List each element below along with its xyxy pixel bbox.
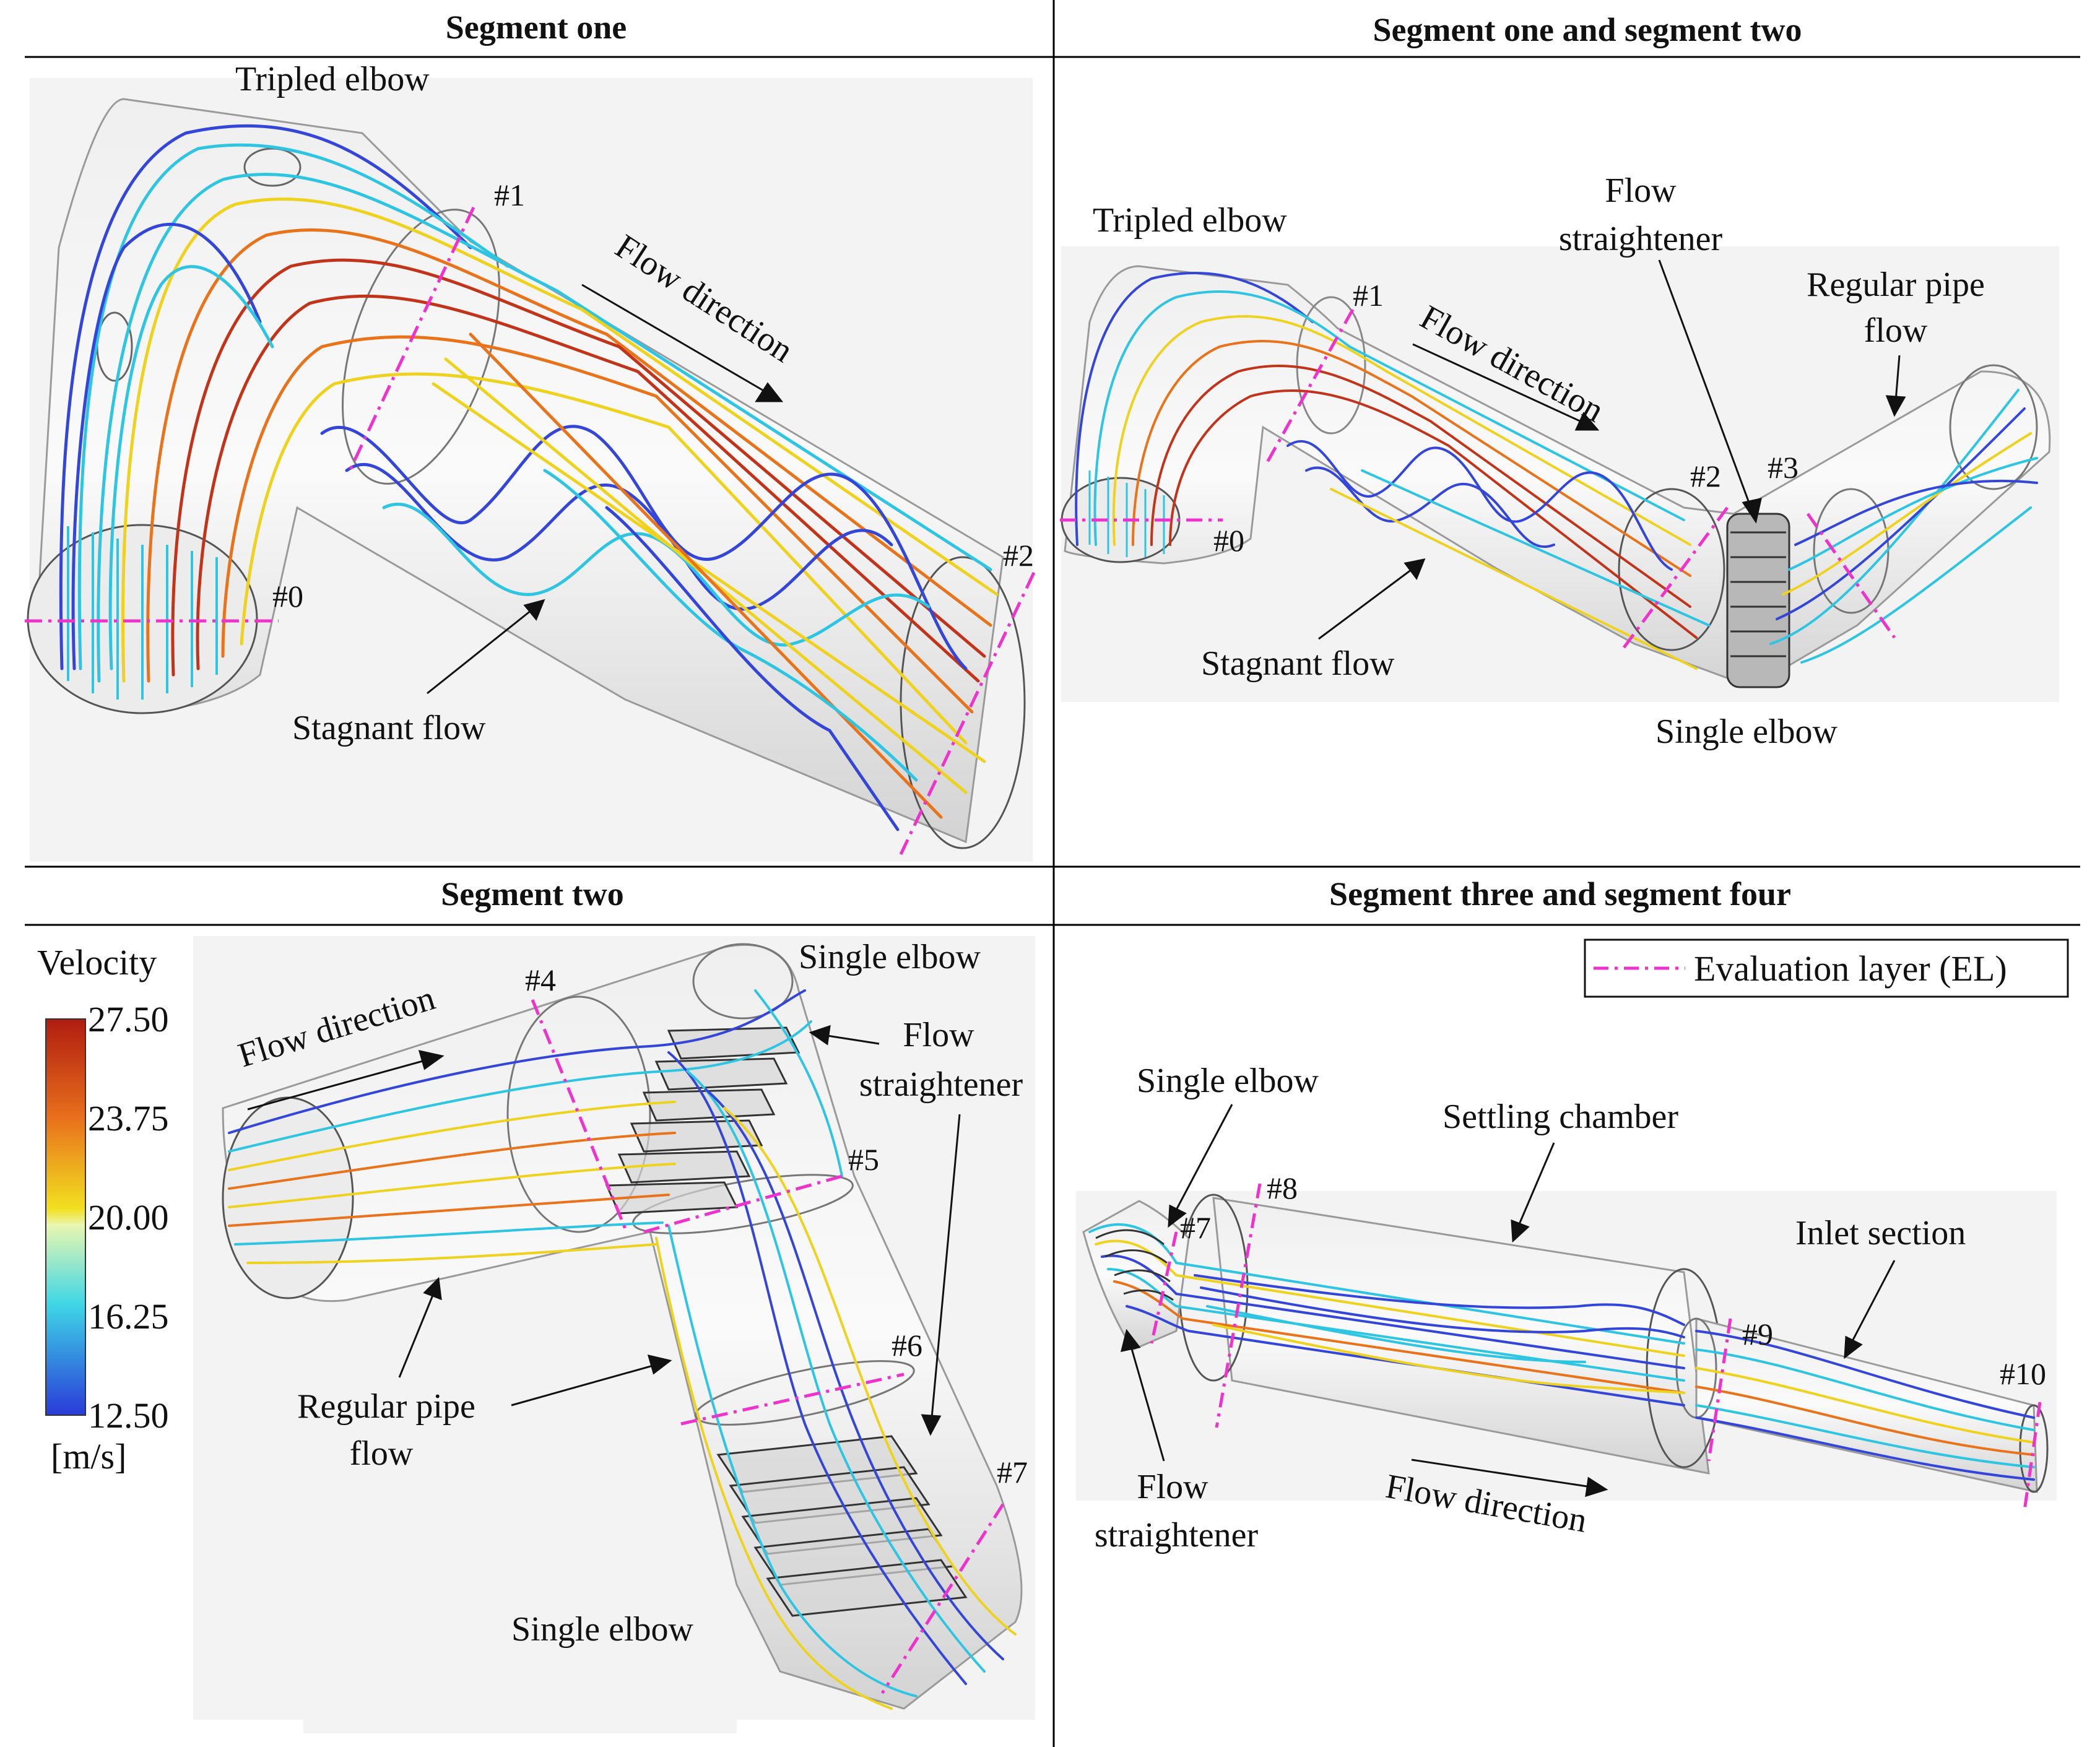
layer-tag-7: #7 xyxy=(1180,1210,1211,1245)
layer-tag-2: #2 xyxy=(1003,538,1034,573)
panel-title-segment-one: Segment one xyxy=(446,9,627,46)
label-regular-pipe-line2: flow xyxy=(350,1434,414,1473)
legend-box: Evaluation layer (EL) xyxy=(1584,939,2069,998)
layer-tag-0: #0 xyxy=(1213,523,1244,558)
label-regular-pipe-line1: Regular pipe xyxy=(297,1387,475,1426)
flow-straightener-blades xyxy=(605,1026,968,1617)
evaluation-layers-segment-one xyxy=(25,206,1036,856)
flow-straightener-arrow-top xyxy=(809,1025,880,1046)
elbow-straightener-blades xyxy=(1095,1229,1174,1301)
layer-tag-6: #6 xyxy=(892,1328,922,1363)
layer-tag-8: #8 xyxy=(1267,1171,1298,1205)
colorbar-tick-2750: 27.50 xyxy=(88,999,169,1039)
segment-two-render xyxy=(193,936,1035,1733)
segment-one-render xyxy=(25,78,1036,862)
regular-pipe-arrow-up xyxy=(398,1277,442,1378)
label-tripled-elbow: Tripled elbow xyxy=(1093,201,1287,240)
velocity-colorbar: Velocity 27.50 23.75 20.00 16.25 12.50 [… xyxy=(37,942,169,1476)
layer-tag-3: #3 xyxy=(1768,450,1798,485)
label-single-elbow-top: Single elbow xyxy=(799,938,981,976)
colorbar-tick-2000: 20.00 xyxy=(88,1197,169,1238)
layer-tag-4: #4 xyxy=(525,963,556,997)
colorbar-unit: [m/s] xyxy=(51,1436,126,1476)
label-flow-straightener-line2: straightener xyxy=(1559,220,1723,258)
single-elbow-arrow xyxy=(1168,1104,1233,1228)
layer-tag-1: #1 xyxy=(1353,278,1384,313)
segment-one-two-render xyxy=(1060,246,2059,702)
regular-pipe-arrow-right xyxy=(511,1354,672,1407)
flow-straightener-arrow xyxy=(1120,1329,1165,1462)
label-settling-chamber: Settling chamber xyxy=(1443,1098,1678,1136)
flow-straightener-render xyxy=(1726,513,1790,688)
panel-title-segment-one-two: Segment one and segment two xyxy=(1373,11,1802,48)
label-flow-straightener-line1: Flow xyxy=(1137,1468,1208,1506)
colorbar-tick-2375: 23.75 xyxy=(88,1098,169,1138)
label-flow-straightener-line1: Flow xyxy=(1605,171,1677,210)
flow-straightener-arrow-bottom xyxy=(921,1114,961,1436)
layer-tag-10: #10 xyxy=(2000,1356,2046,1391)
label-stagnant-flow: Stagnant flow xyxy=(292,709,486,747)
label-regular-pipe-line2: flow xyxy=(1864,311,1928,350)
colorbar-title: Velocity xyxy=(37,942,157,982)
layer-tag-2: #2 xyxy=(1690,459,1721,493)
settling-chamber-arrow xyxy=(1511,1142,1555,1243)
flow-direction-arrow xyxy=(1412,343,1600,431)
label-single-elbow-bottom: Single elbow xyxy=(511,1610,694,1649)
layer-tag-1: #1 xyxy=(494,178,525,212)
evaluation-layers-segment-one-two xyxy=(1060,308,1896,651)
colorbar-tick-1625: 16.25 xyxy=(88,1296,169,1337)
label-tripled-elbow: Tripled elbow xyxy=(235,60,430,98)
layer-tag-0: #0 xyxy=(272,579,303,613)
label-stagnant-flow: Stagnant flow xyxy=(1201,644,1395,683)
colorbar-tick-1250: 12.50 xyxy=(88,1395,169,1436)
label-flow-straightener-line1: Flow xyxy=(903,1016,974,1054)
evaluation-layers-segment-three-four xyxy=(1150,1183,2042,1511)
stagnant-flow-arrow xyxy=(427,599,545,695)
label-inlet-section: Inlet section xyxy=(1795,1214,1966,1252)
label-single-elbow: Single elbow xyxy=(1137,1062,1319,1100)
regular-pipe-arrow xyxy=(1885,355,1906,417)
inlet-section-arrow xyxy=(1844,1260,1896,1359)
panel-title-segment-two: Segment two xyxy=(441,875,623,913)
flow-direction-arrow xyxy=(247,1049,445,1111)
panel-title-segment-three-four: Segment three and segment four xyxy=(1329,875,1791,913)
flow-direction-arrow xyxy=(1411,1459,1608,1498)
segment-three-four-render xyxy=(1076,1183,2057,1511)
stagnant-flow-arrow xyxy=(1318,558,1426,640)
layer-tag-5: #5 xyxy=(848,1142,879,1177)
legend-label: Evaluation layer (EL) xyxy=(1694,948,2007,989)
label-regular-pipe-line1: Regular pipe xyxy=(1807,266,1985,304)
label-single-elbow: Single elbow xyxy=(1655,713,1838,751)
flow-straightener-arrow xyxy=(1658,259,1762,524)
label-flow-straightener-line2: straightener xyxy=(859,1065,1023,1104)
layer-tag-7: #7 xyxy=(997,1455,1028,1489)
layer-tag-9: #9 xyxy=(1742,1317,1773,1351)
panel-grid xyxy=(25,0,2080,1747)
evaluation-layers-segment-two xyxy=(531,999,1005,1694)
label-flow-straightener-line2: straightener xyxy=(1095,1516,1259,1554)
flow-direction-arrow xyxy=(581,284,784,402)
